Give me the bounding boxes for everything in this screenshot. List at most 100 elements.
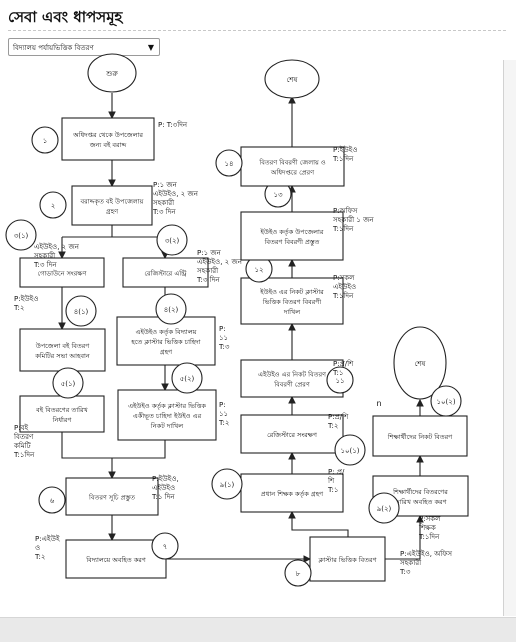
step-12-number-badge bbox=[211, 468, 243, 500]
step-16-meta: P:প্র/শি bbox=[333, 360, 354, 368]
step-10-meta: T:২ bbox=[34, 553, 45, 561]
step-7-number-badge bbox=[52, 367, 84, 399]
step-16-text: এইউইও এর নিকট বিতরণ bbox=[258, 370, 327, 379]
step-11-meta: T:৩ bbox=[399, 568, 411, 576]
step-10-meta: ও bbox=[35, 544, 40, 552]
step-17-box bbox=[240, 277, 344, 325]
step-19-meta: P:ইউইও bbox=[333, 145, 357, 154]
step-1-box bbox=[61, 117, 155, 161]
step-8-text: একীভূত চাহিদা ইউইও এর bbox=[133, 411, 202, 420]
step-19-text: বিতরণ বিবরণী জেলায় ও bbox=[258, 158, 326, 167]
step-10-number: ৭ bbox=[163, 543, 168, 551]
step-14-number-badge bbox=[334, 434, 366, 466]
step-9-meta: এইউইও bbox=[152, 483, 175, 492]
step-2-meta: P:১ জন bbox=[153, 181, 178, 189]
step-16-meta: T:১ bbox=[332, 369, 343, 377]
step-1-text: জন্য বই বরাদ্দ bbox=[89, 141, 128, 149]
step-19: বিতরণ বিবরণী জেলায় ওঅধিদপ্তরে প্রেরণ১৪P… bbox=[215, 145, 357, 187]
step-3-meta: সহকারী bbox=[33, 251, 56, 260]
step-4-number-badge bbox=[156, 224, 188, 256]
step-16-number-badge bbox=[326, 366, 354, 394]
step-4-number: ৩(২) bbox=[165, 237, 180, 245]
step-19-box bbox=[240, 146, 345, 187]
step-6: এইউইও কর্তৃক বিদ্যালয়হতে ক্লাস্টার ভিত্… bbox=[116, 293, 230, 366]
step-7-meta: T:১দিন bbox=[13, 451, 35, 459]
step-13-meta: শিক্ষক bbox=[418, 524, 436, 532]
step-1-text: অধিদপ্তর থেকে উপজেলার bbox=[72, 130, 143, 139]
step-18-meta: সহকারী ১ জন bbox=[332, 215, 374, 224]
step-12-meta: P: প্র/ bbox=[328, 468, 345, 476]
step-1-meta: P: T:৩দিন bbox=[158, 121, 188, 129]
step-7-meta: P:বই bbox=[14, 424, 28, 432]
step-8-text: এইউইও কর্তৃক ক্লাস্টার ভিত্তিক bbox=[128, 401, 206, 410]
step-8-number: ৫(২) bbox=[180, 375, 195, 383]
n-label: n bbox=[376, 399, 381, 408]
step-6-meta: ১১ bbox=[219, 334, 228, 342]
step-7: বই বিতরণের তারিখনির্ধারণ৫(১)P:বইবিতরণকমি… bbox=[13, 367, 105, 459]
step-7-box bbox=[19, 395, 105, 433]
step-19-number-badge bbox=[215, 149, 243, 177]
step-6-meta: T:৩ bbox=[218, 343, 230, 351]
step-7-text: বই বিতরণের তারিখ bbox=[35, 406, 88, 414]
step-10-text: বিদ্যালয়ে অবহিত করণ bbox=[85, 556, 147, 564]
step-2-number: ২ bbox=[51, 202, 56, 210]
step-11-meta: P:এইউইও, অফিস bbox=[400, 549, 452, 558]
step-13-text: শিক্ষার্থীদের বিতরণের bbox=[392, 487, 448, 496]
step-13-number-badge bbox=[368, 492, 400, 524]
vertical-scrollbar[interactable] bbox=[503, 60, 516, 616]
step-17-number: ১২ bbox=[254, 266, 263, 274]
step-10-box bbox=[65, 539, 167, 579]
flow-type-select-value: বিদ্যালয় পর্যায়ভিত্তিক বিতরণ bbox=[13, 44, 94, 52]
step-6-text: গ্রহণ bbox=[160, 348, 173, 356]
step-14-text: রেজিস্টারে সংরক্ষণ bbox=[267, 430, 318, 439]
step-4-meta: সহকারী bbox=[196, 266, 219, 275]
step-4-meta: P:১ জন bbox=[197, 249, 222, 257]
step-4-meta: এইউইও, ২ জন bbox=[197, 257, 243, 266]
step-8-box bbox=[117, 389, 217, 441]
step-10-meta: P:এইউই bbox=[35, 534, 60, 543]
step-18-meta: P:অফিস bbox=[333, 207, 358, 215]
flow-type-select[interactable]: বিদ্যালয় পর্যায়ভিত্তিক বিতরণ ▼ bbox=[8, 38, 160, 56]
step-18-text: ইউইও কর্তৃক উপজেলার bbox=[260, 227, 324, 236]
end-terminal-1-label: শেষ bbox=[287, 76, 298, 84]
step-17-text: দাখিল bbox=[283, 308, 301, 316]
step-18-box bbox=[240, 211, 344, 261]
step-5-text: উপজেলা বই বিতরণ bbox=[35, 341, 91, 350]
step-13-meta: P:সকল bbox=[419, 515, 441, 523]
step-17-meta: T:১দিন bbox=[332, 292, 354, 300]
start-terminal bbox=[87, 53, 137, 93]
title-divider bbox=[8, 30, 506, 31]
step-3-text: গোডাউনে সংরক্ষণ bbox=[38, 269, 88, 278]
step-6-text: হতে ক্লাস্টার ভিত্তিক চাহিদা bbox=[130, 337, 201, 346]
step-12-meta: শি bbox=[327, 477, 335, 485]
step-6-number-badge bbox=[155, 293, 187, 325]
step-2-meta: T:৩ দিন bbox=[152, 208, 176, 216]
step-11-text: ক্লাস্টার ভিত্তিক বিতরণ bbox=[317, 555, 377, 564]
step-9-number: ৬ bbox=[50, 497, 55, 505]
step-11-number: ৮ bbox=[296, 570, 301, 578]
step-12-text: প্রধান শিক্ষক কর্তৃক গ্রহণ bbox=[261, 490, 324, 498]
step-16-number: ১১ bbox=[335, 377, 344, 385]
step-17-text: ভিত্তিক বিতরণ বিবরণী bbox=[262, 297, 322, 306]
step-17-meta: এইউইও bbox=[333, 282, 356, 291]
step-15-number-badge bbox=[430, 385, 462, 417]
step-7-meta: কমিটি bbox=[13, 441, 31, 450]
step-1-number: ১ bbox=[43, 137, 48, 145]
step-16-text: বিবরণী প্রেরণ bbox=[273, 380, 311, 389]
step-6-meta: P: bbox=[219, 325, 226, 333]
step-2-text: গ্রহণ bbox=[106, 208, 119, 216]
step-12-box bbox=[240, 473, 344, 513]
step-2-meta: এইউইও, ২ জন bbox=[153, 189, 199, 198]
step-5-meta: P:ইউইও bbox=[14, 294, 38, 303]
step-8-meta: P: bbox=[219, 401, 226, 409]
step-7-meta: বিতরণ bbox=[13, 433, 34, 441]
step-4-text: রেজিস্টারে এন্ট্রি bbox=[144, 269, 187, 278]
